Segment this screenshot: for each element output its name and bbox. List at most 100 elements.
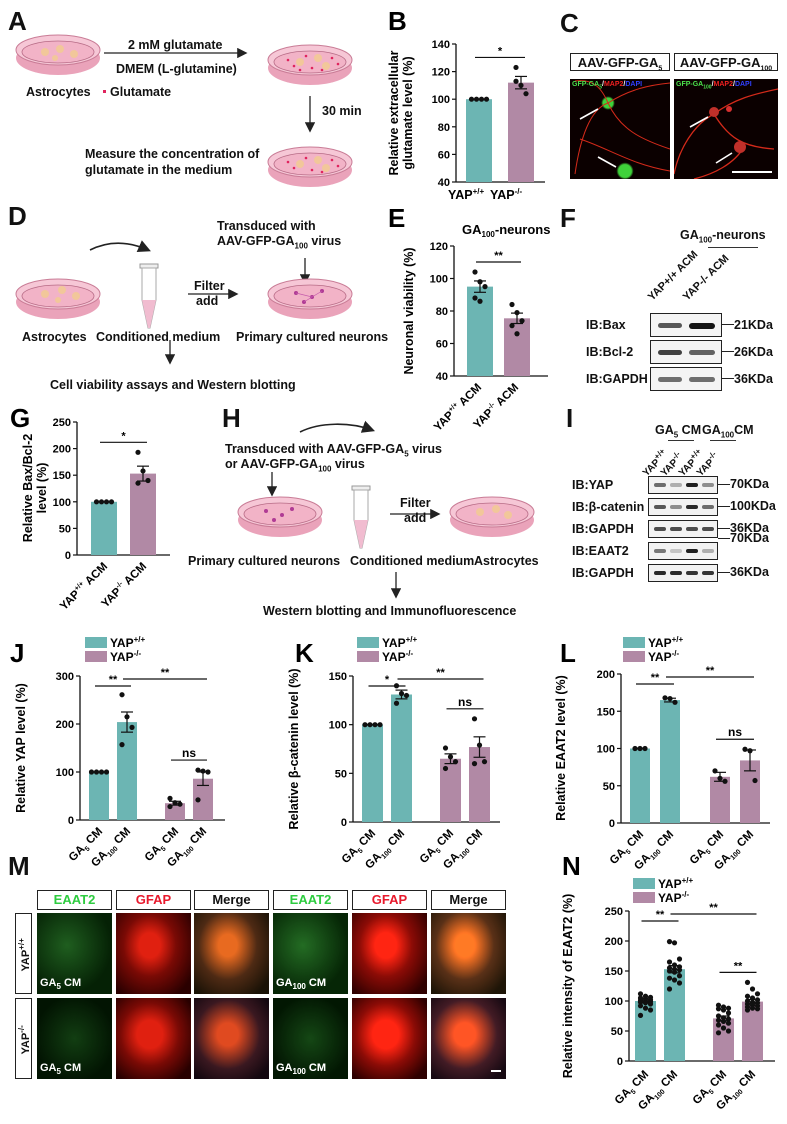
y-tick-label: 0 bbox=[609, 818, 615, 830]
data-point bbox=[752, 777, 758, 784]
y-tick-label: 80 bbox=[438, 122, 450, 134]
significance-label: ** bbox=[709, 902, 718, 914]
measure-line1: Measure the concentration of bbox=[85, 147, 260, 161]
data-point bbox=[712, 768, 718, 774]
micrograph bbox=[116, 998, 191, 1079]
panel-label-n: N bbox=[562, 851, 581, 881]
data-point bbox=[442, 765, 449, 772]
blot-row-label: IB:β-catenin bbox=[572, 500, 645, 514]
molecular-weight: 36KDa bbox=[734, 372, 773, 386]
micrograph: GA5 CM bbox=[37, 913, 112, 994]
blot-band bbox=[658, 350, 682, 355]
blot-band bbox=[670, 505, 682, 509]
data-point bbox=[637, 1003, 644, 1009]
data-point bbox=[676, 973, 683, 979]
data-point bbox=[135, 449, 141, 455]
data-point bbox=[754, 1006, 761, 1012]
petri-dish-icon bbox=[267, 44, 353, 85]
data-point bbox=[372, 722, 378, 728]
significance-label: ** bbox=[436, 667, 445, 679]
significance-label: ns bbox=[458, 695, 472, 709]
data-point bbox=[472, 295, 478, 301]
condition-tag: GA100 CM bbox=[276, 1062, 327, 1077]
data-point bbox=[637, 745, 643, 752]
data-point bbox=[720, 1015, 727, 1021]
panel-label-m: M bbox=[8, 851, 30, 881]
y-tick-label: 100 bbox=[56, 767, 74, 779]
y-tick-label: 40 bbox=[438, 177, 450, 189]
data-point bbox=[725, 1010, 732, 1016]
panel-label-c: C bbox=[560, 8, 579, 38]
data-point bbox=[642, 745, 648, 752]
significance-label: ns bbox=[182, 746, 196, 760]
bar bbox=[130, 473, 156, 555]
y-tick-label: 100 bbox=[430, 274, 448, 286]
significance-label: ** bbox=[161, 667, 170, 679]
data-point bbox=[119, 692, 125, 698]
data-point bbox=[477, 279, 483, 285]
data-point bbox=[514, 310, 520, 316]
blot-row-label: IB:YAP bbox=[572, 478, 614, 492]
scale-bar bbox=[732, 171, 772, 173]
y-tick-label: 0 bbox=[341, 817, 347, 829]
blot-band bbox=[686, 527, 698, 531]
data-point bbox=[747, 748, 753, 754]
bar bbox=[89, 772, 109, 820]
data-point bbox=[200, 768, 206, 774]
column-header-ga100: AAV-GFP-GA100 bbox=[674, 53, 778, 73]
bar bbox=[466, 99, 492, 182]
blot-strip bbox=[648, 520, 718, 538]
caption-neurons: Primary cultured neurons bbox=[236, 330, 389, 344]
data-point bbox=[167, 803, 173, 810]
y-tick-label: 100 bbox=[605, 996, 623, 1008]
data-point bbox=[523, 91, 529, 97]
y-tick-label: 100 bbox=[53, 497, 71, 509]
data-point bbox=[647, 1001, 654, 1007]
data-point bbox=[647, 1007, 654, 1013]
y-tick-label: 250 bbox=[605, 906, 623, 918]
y-tick-label: 200 bbox=[605, 936, 623, 948]
data-point bbox=[108, 499, 115, 505]
y-tick-label: 50 bbox=[603, 781, 615, 793]
data-point bbox=[195, 767, 201, 773]
bar bbox=[440, 758, 461, 822]
data-point bbox=[725, 1028, 732, 1034]
blot-band bbox=[702, 571, 714, 575]
bar bbox=[117, 722, 137, 820]
blot-band bbox=[654, 527, 666, 531]
y-tick-label: 100 bbox=[329, 720, 347, 732]
panel-d-diagram bbox=[15, 240, 353, 365]
blot-strip bbox=[650, 367, 722, 391]
micrograph: GA5 CM bbox=[37, 998, 112, 1079]
data-point bbox=[145, 477, 151, 484]
significance-label: ** bbox=[109, 674, 118, 686]
data-point bbox=[93, 769, 100, 775]
y-tick-label: 50 bbox=[335, 768, 347, 780]
data-point bbox=[725, 1016, 732, 1022]
scale-bar bbox=[491, 1070, 501, 1072]
legend-label: YAP-/- bbox=[382, 649, 413, 664]
data-point bbox=[103, 769, 110, 775]
significance-label: ** bbox=[494, 250, 503, 262]
y-axis-label: Relative β-catenin level (%) bbox=[287, 668, 301, 829]
data-point bbox=[393, 700, 400, 706]
legend-swatch bbox=[85, 651, 107, 662]
significance-label: ** bbox=[706, 665, 715, 677]
y-tick-label: 140 bbox=[432, 39, 450, 51]
micrograph: GA100 CM bbox=[273, 998, 348, 1079]
y-tick-label: 150 bbox=[605, 966, 623, 978]
data-point bbox=[377, 722, 383, 728]
y-tick-label: 40 bbox=[436, 371, 448, 383]
blot-band bbox=[686, 483, 698, 487]
data-point bbox=[177, 801, 183, 807]
y-tick-label: 0 bbox=[68, 815, 74, 827]
significance-label: * bbox=[498, 45, 503, 57]
micrograph bbox=[194, 998, 269, 1079]
bar bbox=[469, 747, 490, 822]
arrow-bottom-label: DMEM (L-glutamine) bbox=[116, 62, 237, 76]
